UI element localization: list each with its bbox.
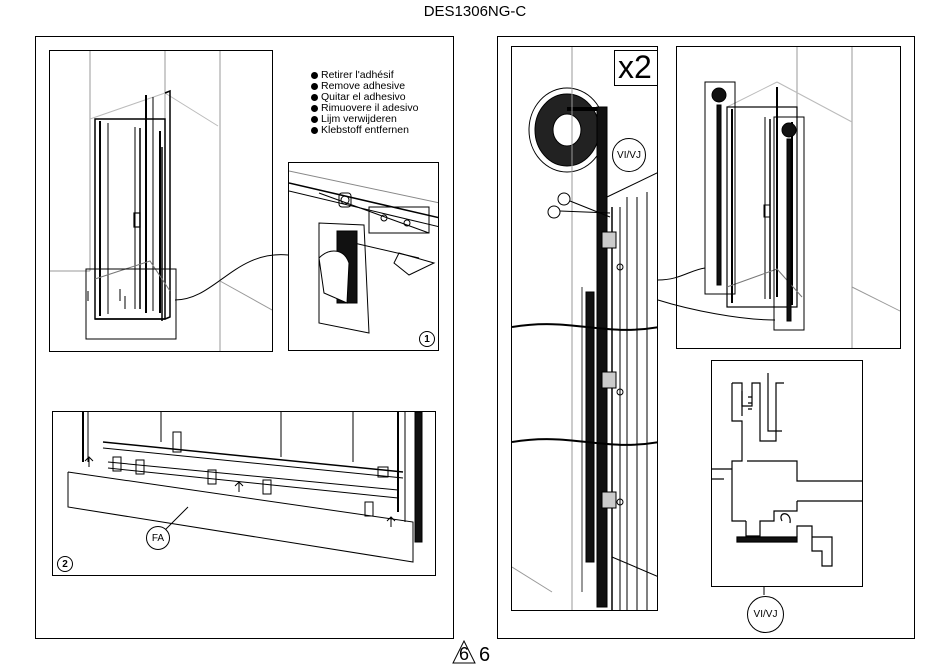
instruction-item: Retirer l'adhésif: [311, 70, 418, 81]
language-flag-icon: [311, 127, 318, 134]
instruction-list: Retirer l'adhésif Remove adhesive Quitar…: [311, 70, 418, 136]
instruction-item: Rimuovere il adesivo: [311, 103, 418, 114]
language-flag-icon: [311, 105, 318, 112]
left-panel: [35, 36, 454, 639]
profile-installation-frame: VI/VJ: [511, 46, 658, 611]
quantity-label: x2: [618, 49, 652, 85]
door-base-adhesive-drawing: [67, 412, 423, 563]
step2-frame: FA 2: [52, 411, 436, 576]
vi-vj-label-bottom: VI/VJ: [747, 596, 784, 633]
language-flag-icon: [311, 83, 318, 90]
profile-cross-section-drawing: [712, 373, 862, 567]
shower-overview-drawing: [704, 47, 900, 348]
language-flag-icon: [311, 72, 318, 79]
right-panel: [497, 36, 915, 639]
step-1-number: 1: [419, 331, 435, 347]
enclosure-overview-frame: [49, 50, 273, 352]
page-number: 6: [479, 644, 491, 666]
page-number-icon: 6: [452, 640, 476, 664]
wall-profile-drawing: [512, 47, 657, 610]
language-flag-icon: [311, 116, 318, 123]
instruction-item: Lijm verwijderen: [311, 114, 418, 125]
step-2-number: 2: [57, 556, 73, 572]
fa-label: FA: [146, 526, 170, 550]
profile-section-frame: [711, 360, 863, 587]
instruction-item: Remove adhesive: [311, 81, 418, 92]
language-flag-icon: [311, 94, 318, 101]
installation-overview-frame: [676, 46, 901, 349]
instruction-item: Quitar el adhesivo: [311, 92, 418, 103]
step1-detail-frame: 1: [288, 162, 439, 351]
adhesive-removal-detail-drawing: [289, 170, 438, 334]
quantity-box: [614, 50, 658, 86]
instruction-item: Klebstoff entfernen: [311, 125, 418, 136]
vi-vj-label-top: VI/VJ: [612, 138, 646, 172]
document-title: DES1306NG-C: [423, 3, 527, 20]
shower-enclosure-drawing: [50, 51, 272, 351]
